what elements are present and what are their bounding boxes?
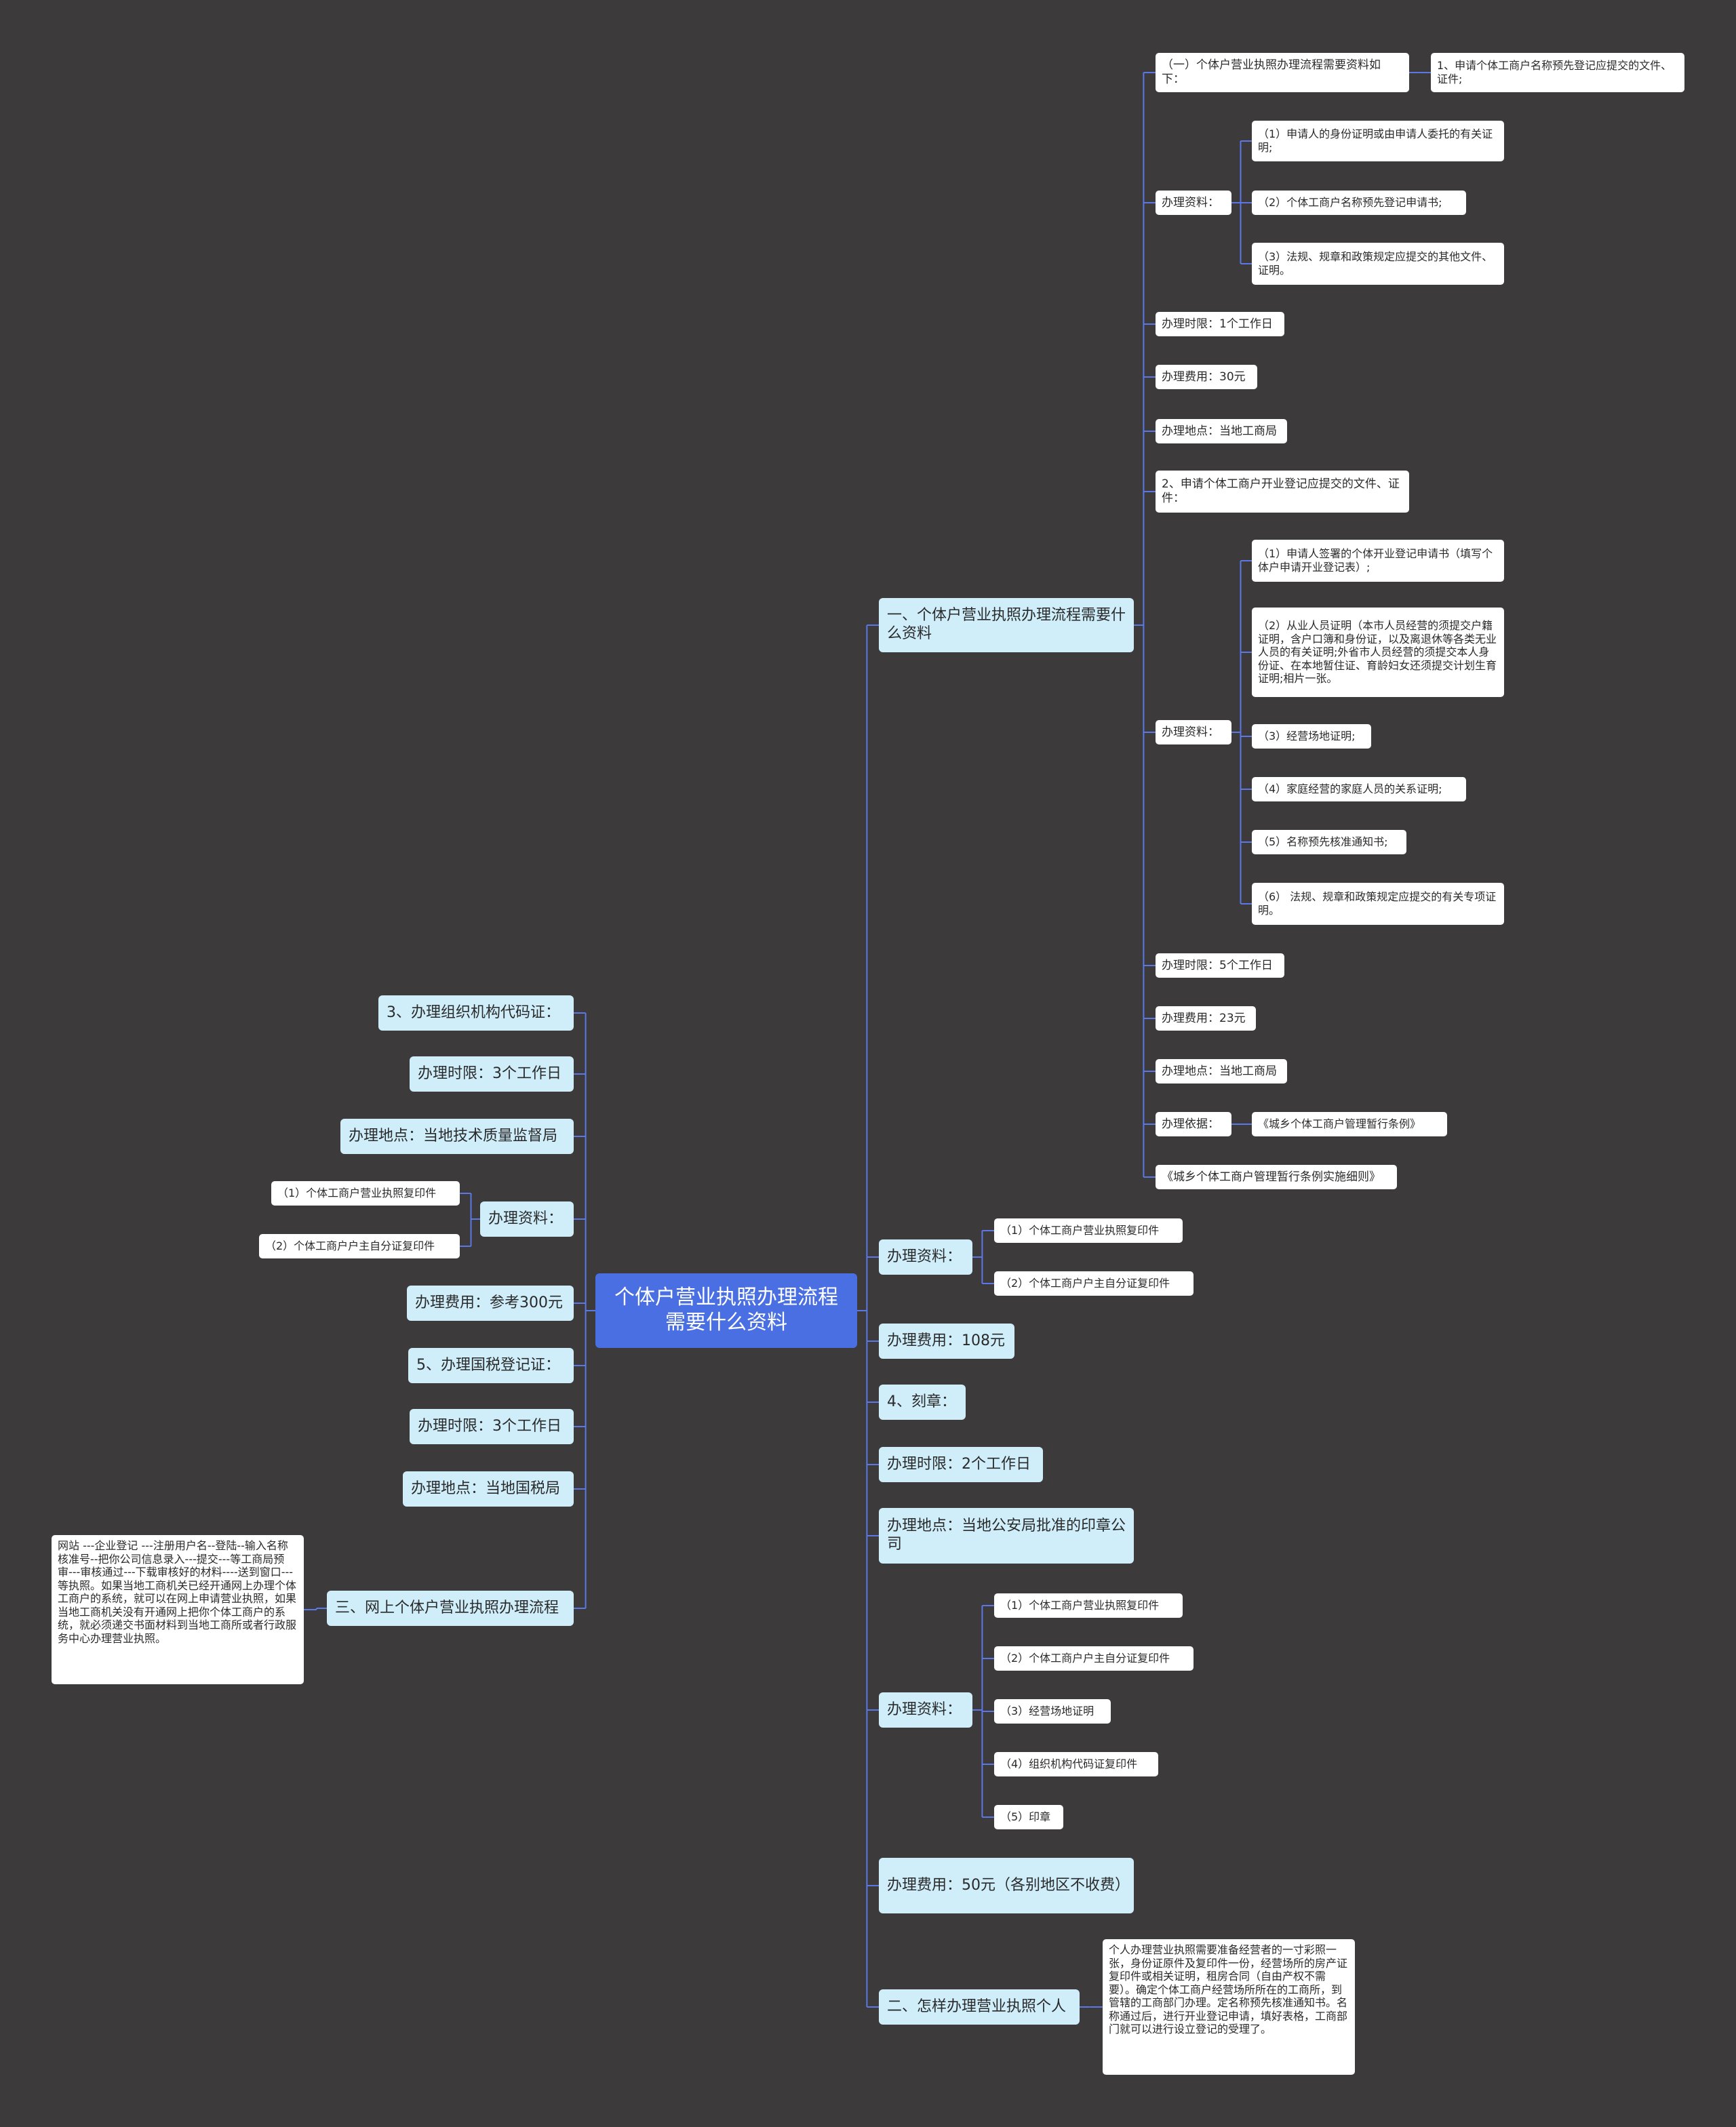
node-r1g[interactable]: 办理资料：	[1156, 720, 1231, 744]
node-l4b[interactable]: （2）个体工商户户主自分证复印件	[259, 1234, 460, 1258]
node-r1g3[interactable]: （3）经营场地证明;	[1252, 724, 1371, 749]
node-r2b[interactable]: （2）个体工商户户主自分证复印件	[994, 1271, 1194, 1296]
node-l6[interactable]: 5、办理国税登记证：	[408, 1348, 574, 1383]
node-r1k1[interactable]: 《城乡个体工商户管理暂行条例》	[1252, 1112, 1447, 1136]
node-r1e[interactable]: 办理地点：当地工商局	[1156, 419, 1287, 443]
node-l8[interactable]: 办理地点：当地国税局	[403, 1471, 574, 1507]
node-r7e[interactable]: （5）印章	[994, 1805, 1063, 1829]
node-r1l[interactable]: 《城乡个体工商户管理暂行条例实施细则》	[1156, 1165, 1397, 1189]
node-r1a1[interactable]: 1、申请个体工商户名称预先登记应提交的文件、证件;	[1431, 53, 1684, 92]
node-l7[interactable]: 办理时限：3个工作日	[410, 1409, 574, 1444]
node-r1d[interactable]: 办理费用：30元	[1156, 365, 1257, 389]
node-r1g5[interactable]: （5）名称预先核准通知书;	[1252, 830, 1406, 854]
node-r1g4[interactable]: （4）家庭经营的家庭人员的关系证明;	[1252, 777, 1466, 801]
node-r1g6[interactable]: （6） 法规、规章和政策规定应提交的有关专项证明。	[1252, 883, 1504, 925]
node-r7a[interactable]: （1）个体工商户营业执照复印件	[994, 1593, 1183, 1618]
node-r1f[interactable]: 2、申请个体工商户开业登记应提交的文件、证件：	[1156, 471, 1409, 513]
node-r1[interactable]: 一、个体户营业执照办理流程需要什么资料	[879, 598, 1134, 652]
node-l2[interactable]: 办理时限：3个工作日	[410, 1056, 574, 1092]
node-r7b[interactable]: （2）个体工商户户主自分证复印件	[994, 1646, 1194, 1671]
node-r1a[interactable]: （一）个体户营业执照办理流程需要资料如下：	[1156, 53, 1409, 92]
node-r9a[interactable]: 个人办理营业执照需要准备经营者的一寸彩照一张，身份证原件及复印件一份，经营场所的…	[1103, 1939, 1355, 2075]
node-r1j[interactable]: 办理地点：当地工商局	[1156, 1059, 1287, 1084]
node-r1b3[interactable]: （3）法规、规章和政策规定应提交的其他文件、证明。	[1252, 243, 1504, 285]
node-l5[interactable]: 办理费用：参考300元	[407, 1286, 574, 1321]
node-r1h[interactable]: 办理时限：5个工作日	[1156, 953, 1284, 978]
node-r7c[interactable]: （3）经营场地证明	[994, 1699, 1111, 1724]
node-r2a[interactable]: （1）个体工商户营业执照复印件	[994, 1218, 1183, 1243]
node-r1c[interactable]: 办理时限：1个工作日	[1156, 312, 1284, 336]
node-r1b1[interactable]: （1）申请人的身份证明或由申请人委托的有关证明;	[1252, 121, 1504, 161]
node-r3[interactable]: 办理费用：108元	[879, 1324, 1014, 1359]
node-l4[interactable]: 办理资料：	[480, 1201, 574, 1237]
node-r1g1[interactable]: （1）申请人签署的个体开业登记申请书（填写个体户申请开业登记表）;	[1252, 540, 1504, 582]
node-l3[interactable]: 办理地点：当地技术质量监督局	[340, 1119, 574, 1154]
node-r2[interactable]: 办理资料：	[879, 1239, 972, 1275]
node-l9[interactable]: 三、网上个体户营业执照办理流程	[327, 1591, 574, 1626]
node-r9[interactable]: 二、怎样办理营业执照个人	[879, 1989, 1080, 2025]
node-l1[interactable]: 3、办理组织机构代码证：	[378, 995, 574, 1031]
node-r8[interactable]: 办理费用：50元（各别地区不收费）	[879, 1858, 1134, 1913]
node-r1g2[interactable]: （2）从业人员证明（本市人员经营的须提交户籍证明，含户口簿和身份证，以及离退休等…	[1252, 608, 1504, 697]
node-r5[interactable]: 办理时限：2个工作日	[879, 1447, 1043, 1482]
node-r1b[interactable]: 办理资料：	[1156, 191, 1231, 215]
node-r1i[interactable]: 办理费用：23元	[1156, 1006, 1256, 1031]
node-r1k[interactable]: 办理依据：	[1156, 1112, 1231, 1136]
node-r7[interactable]: 办理资料：	[879, 1692, 972, 1728]
node-l9a[interactable]: 网站 ---企业登记 ---注册用户名--登陆--输入名称核准号--把你公司信息…	[52, 1535, 304, 1684]
node-r4[interactable]: 4、刻章：	[879, 1385, 966, 1420]
node-r6[interactable]: 办理地点：当地公安局批准的印章公司	[879, 1508, 1134, 1564]
root-node[interactable]: 个体户营业执照办理流程需要什么资料	[595, 1273, 857, 1348]
node-r1b2[interactable]: （2）个体工商户名称预先登记申请书;	[1252, 191, 1466, 215]
node-l4a[interactable]: （1）个体工商户营业执照复印件	[271, 1181, 460, 1206]
node-r7d[interactable]: （4）组织机构代码证复印件	[994, 1752, 1158, 1776]
